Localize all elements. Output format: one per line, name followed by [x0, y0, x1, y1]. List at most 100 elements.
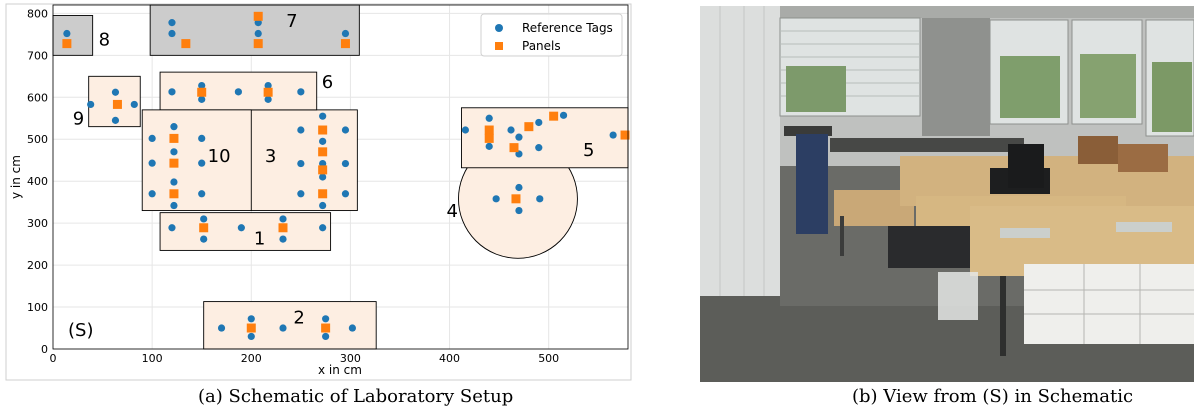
reference-tag-point — [319, 201, 327, 210]
reference-tag-point — [322, 332, 330, 341]
reference-tag-point — [536, 195, 544, 203]
reference-tag-point — [515, 133, 523, 141]
reference-tag-point — [198, 190, 206, 198]
panel-marker — [199, 223, 209, 233]
panel-marker — [169, 158, 179, 168]
region-label-1: 1 — [254, 228, 265, 249]
reference-tag-point — [341, 190, 350, 198]
panel-marker — [318, 125, 328, 135]
reference-tag-point — [168, 88, 176, 96]
reference-tag-point — [168, 19, 176, 27]
reference-tag-point — [170, 123, 178, 131]
reference-tag-point — [111, 116, 120, 124]
y-tick-label: 700 — [27, 49, 48, 62]
reference-tag-point — [234, 88, 242, 96]
legend-panel-label: Panels — [522, 39, 561, 53]
panel-marker — [484, 133, 494, 143]
region-label-4: 4 — [446, 201, 457, 222]
panel-marker — [62, 39, 72, 49]
panel-marker — [278, 223, 288, 233]
y-tick-label: 200 — [27, 259, 48, 272]
reference-tag-point — [264, 95, 272, 103]
lab-photo — [700, 6, 1194, 382]
reference-tag-point — [198, 81, 206, 90]
reference-tag-point — [319, 224, 327, 232]
panel-marker — [524, 122, 534, 132]
panel-marker — [484, 125, 494, 135]
reference-tag-point — [148, 134, 156, 143]
y-tick-label: 300 — [27, 217, 48, 230]
reference-tag-point — [535, 144, 543, 152]
panel-marker — [112, 99, 122, 109]
y-tick-label: 0 — [41, 343, 48, 356]
reference-tag-point — [485, 114, 493, 122]
start-position-label: (S) — [68, 320, 93, 341]
reference-tag-point — [198, 95, 206, 103]
plot-frame — [52, 4, 629, 350]
reference-tag-point — [319, 137, 327, 145]
x-axis-label: x in cm — [318, 363, 362, 377]
panel-marker — [321, 323, 331, 333]
x-tick-label: 400 — [439, 352, 460, 365]
reference-tag-point — [341, 126, 350, 134]
reference-tag-point — [492, 195, 500, 203]
reference-tag-point — [168, 224, 176, 232]
panel-marker — [511, 194, 521, 204]
panel-marker — [509, 143, 519, 153]
legend-tag-marker — [495, 24, 503, 32]
reference-tag-point — [485, 142, 493, 150]
y-tick-label: 100 — [27, 301, 48, 314]
y-tick-label: 500 — [27, 133, 48, 146]
caption-b: (b) View from (S) in Schematic — [852, 386, 1134, 407]
reference-tag-point — [254, 29, 262, 38]
reference-tag-point — [297, 190, 305, 198]
reference-tag-point — [515, 206, 523, 215]
region-label-10: 10 — [208, 146, 231, 167]
panel-marker — [263, 87, 273, 97]
reference-tag-point — [609, 131, 617, 139]
reference-tag-point — [507, 126, 515, 134]
reference-tag-point — [461, 126, 470, 134]
reference-tag-point — [279, 235, 287, 243]
caption-a: (a) Schematic of Laboratory Setup — [198, 386, 514, 407]
panel-marker — [181, 39, 191, 49]
reference-tag-point — [279, 215, 287, 223]
panel-marker — [253, 39, 263, 49]
reference-tag-point — [63, 29, 71, 38]
legend-panel-marker — [495, 42, 503, 50]
reference-tag-point — [148, 190, 156, 198]
data-points — [62, 11, 630, 341]
legend-tag-label: Reference Tags — [522, 21, 613, 35]
reference-tag-point — [247, 332, 255, 341]
x-tick-label: 200 — [241, 352, 262, 365]
y-axis-label: y in cm — [9, 155, 23, 199]
reference-tag-point — [217, 324, 226, 332]
region-label-6: 6 — [322, 72, 333, 93]
x-tick-label: 0 — [50, 352, 57, 365]
reference-tag-point — [264, 81, 272, 90]
legend: Reference Tags Panels — [480, 13, 623, 57]
panel-marker — [253, 11, 263, 21]
y-tick-label: 600 — [27, 91, 48, 104]
region-label-2: 2 — [293, 308, 304, 329]
x-tick-label: 500 — [538, 352, 559, 365]
reference-tag-point — [148, 159, 156, 167]
y-tick-label: 800 — [27, 7, 48, 20]
reference-tag-point — [297, 126, 305, 134]
reference-tag-point — [279, 324, 287, 332]
region-2 — [203, 301, 377, 350]
x-tick-label: 100 — [142, 352, 163, 365]
panel-marker — [169, 133, 179, 143]
reference-tag-point — [200, 235, 208, 243]
reference-tag-point — [559, 111, 568, 119]
panel-marker — [318, 147, 328, 157]
y-tick-label: 400 — [27, 175, 48, 188]
reference-tag-point — [247, 315, 255, 323]
reference-tag-point — [341, 159, 350, 168]
reference-tag-point — [198, 159, 206, 167]
region-label-8: 8 — [99, 29, 110, 50]
reference-tag-point — [297, 88, 305, 96]
